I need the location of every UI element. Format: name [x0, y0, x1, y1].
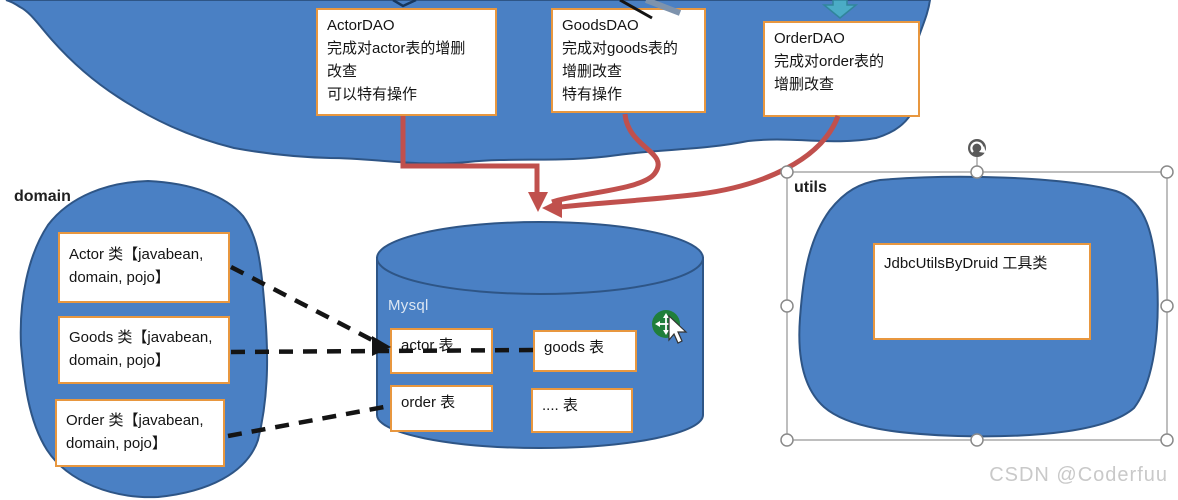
connector-actor-class-table[interactable] [229, 265, 378, 344]
handle-mid-right [1160, 299, 1174, 313]
teal-down-arrow-icon [821, 0, 859, 19]
order-table-box[interactable]: order 表 [390, 385, 493, 432]
other-table-box[interactable]: .... 表 [531, 388, 633, 433]
connector-order-class-table[interactable] [227, 404, 385, 439]
goods-class-box[interactable]: Goods 类【javabean, domain, pojo】 [58, 316, 230, 384]
handle-bottom-mid [970, 433, 984, 447]
goods-dao-box[interactable]: GoodsDAO 完成对goods表的 增删改查 特有操作 [551, 8, 706, 113]
handle-bottom-right [1160, 433, 1174, 447]
rotate-icon[interactable] [968, 139, 986, 157]
top-arrowhead-actordao [392, 0, 417, 8]
actor-dao-title: ActorDAO [327, 17, 395, 34]
handle-mid-left [780, 299, 794, 313]
actor-class-box[interactable]: Actor 类【javabean, domain, pojo】 [58, 232, 230, 303]
mouse-pointer-icon [668, 314, 688, 344]
goods-dao-title: GoodsDAO [562, 17, 639, 34]
utils-group-label: utils [794, 179, 827, 196]
database-label: Mysql [388, 297, 429, 314]
actor-dao-box[interactable]: ActorDAO 完成对actor表的增删 改查 可以特有操作 [316, 8, 497, 116]
jdbc-utils-box[interactable]: JdbcUtilsByDruid 工具类 [873, 243, 1091, 340]
order-dao-title: OrderDAO [774, 30, 845, 47]
connector-goodsdao-db[interactable] [551, 113, 661, 205]
dashed-arrowhead [372, 336, 391, 356]
handle-top-left [780, 165, 794, 179]
order-dao-box[interactable]: OrderDAO 完成对order表的 增删改查 [763, 21, 920, 117]
order-class-box[interactable]: Order 类【javabean, domain, pojo】 [55, 399, 225, 467]
watermark: CSDN @Coderfuu [989, 464, 1168, 486]
handle-bottom-left [780, 433, 794, 447]
handle-top-mid [970, 165, 984, 179]
domain-group-label: domain [14, 188, 71, 205]
red-arrowhead [528, 192, 562, 218]
move-cursor-icon [652, 310, 688, 344]
connector-actordao-db[interactable] [400, 116, 540, 196]
goods-table-box[interactable]: goods 表 [533, 330, 637, 372]
handle-top-right [1160, 165, 1174, 179]
actor-table-box[interactable]: actor 表 [390, 328, 493, 374]
